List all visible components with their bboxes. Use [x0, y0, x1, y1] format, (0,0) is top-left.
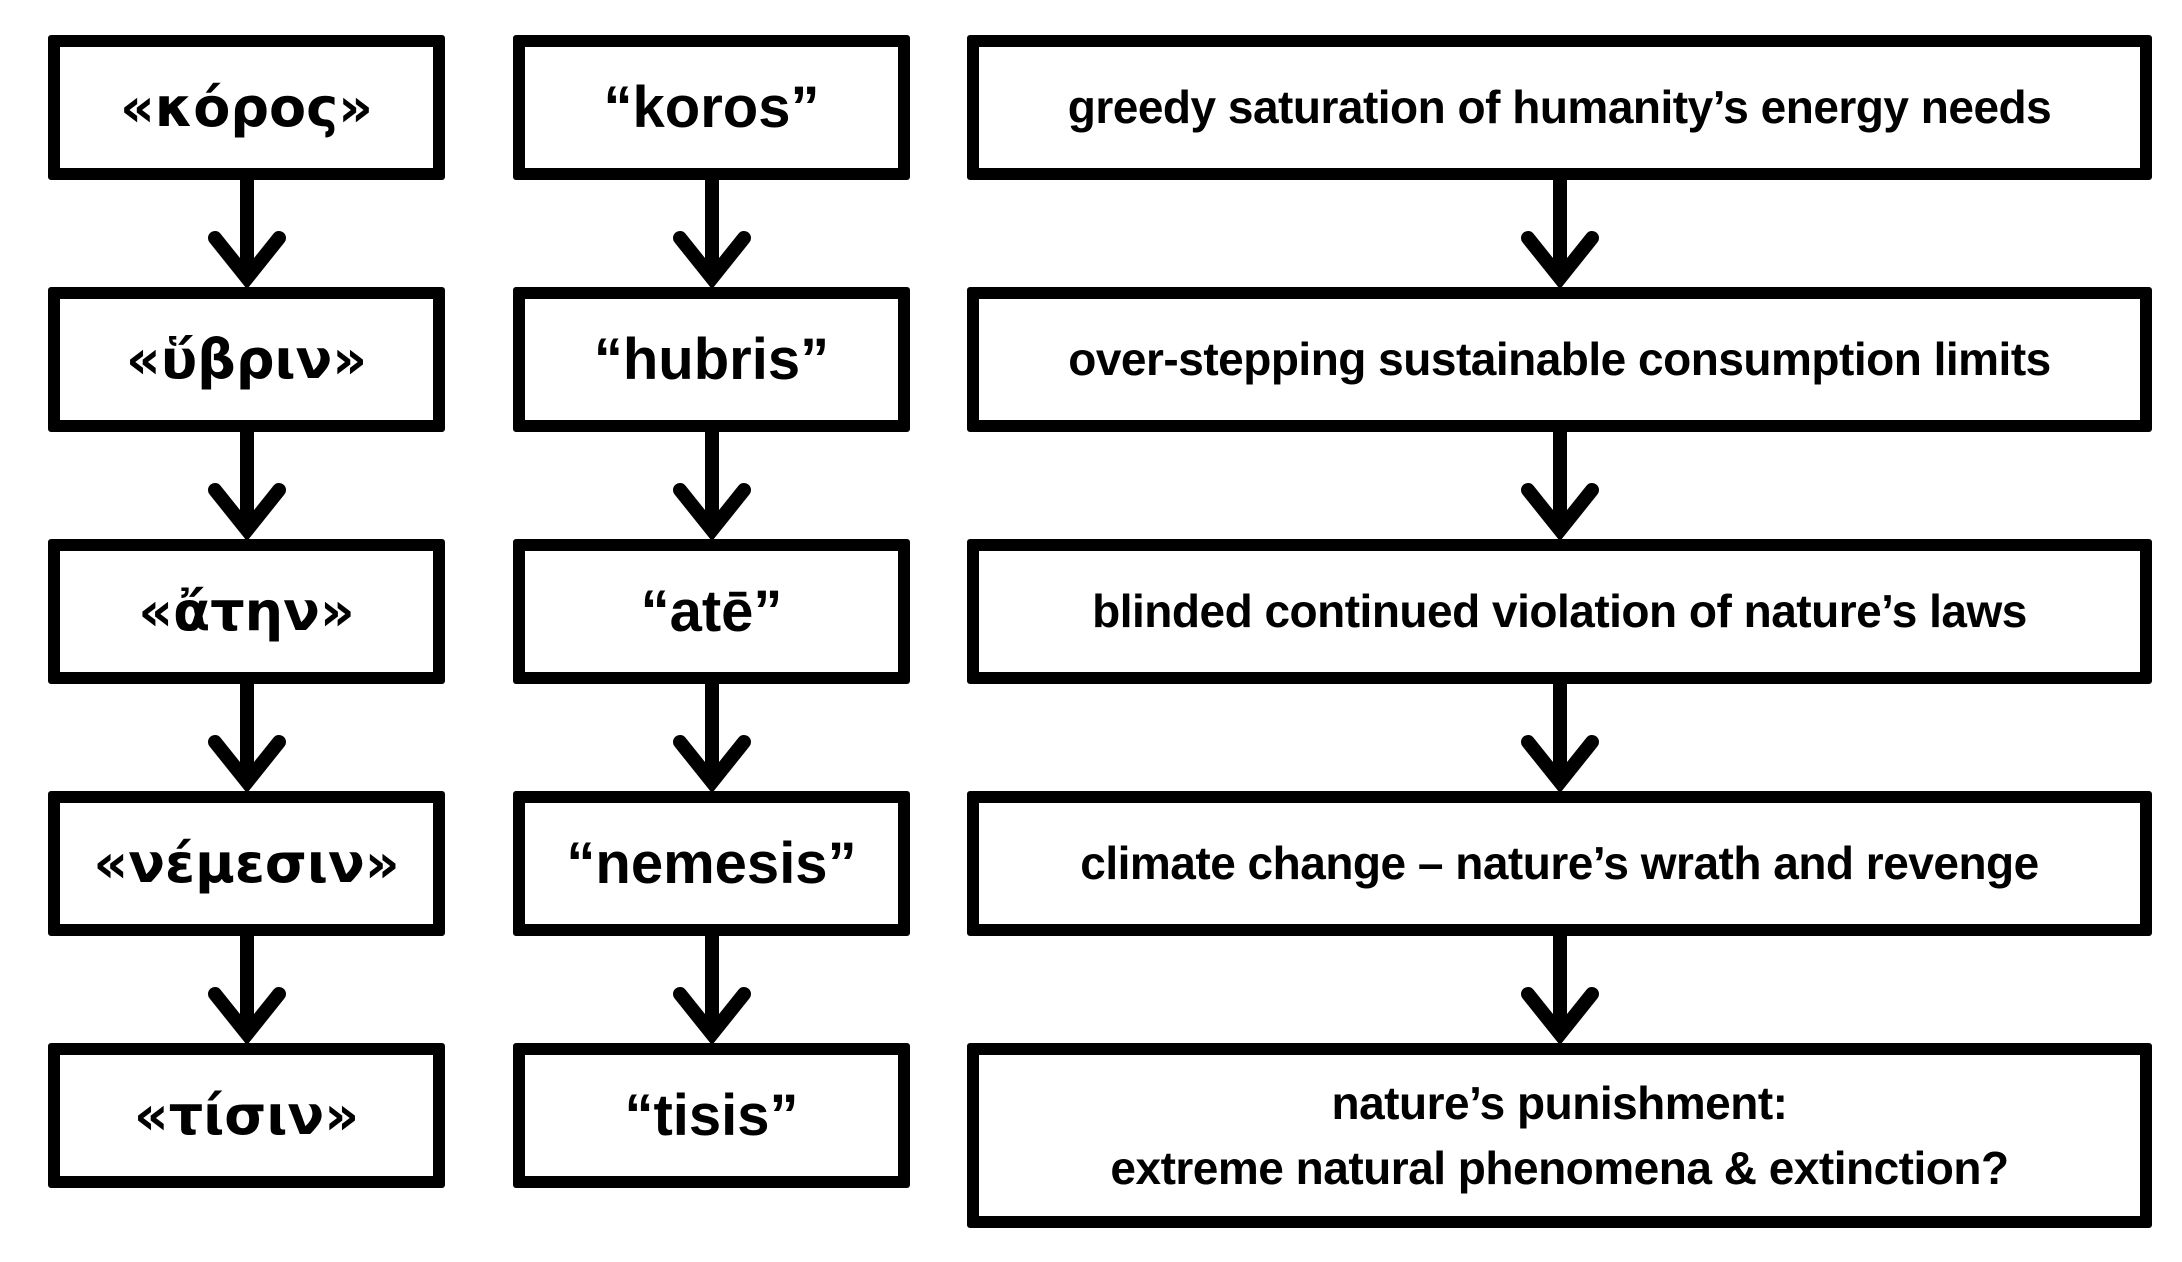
transliteration-label: “atē” [640, 579, 783, 644]
transliteration-box: “atē” [513, 539, 910, 684]
transliteration-box: “tisis” [513, 1043, 910, 1188]
greek-term-box: «κόρος» [48, 35, 445, 180]
transliterations-column: “koros” “hubris” “atē” “nemesis” “tisis” [513, 35, 910, 1188]
transliteration-label: “nemesis” [566, 831, 857, 896]
transliteration-label: “hubris” [593, 327, 830, 392]
arrow-down-icon [187, 180, 307, 287]
arrow-down-icon [187, 936, 307, 1043]
greek-term-label: «κόρος» [120, 76, 373, 139]
arrow-down-icon [1500, 180, 1620, 287]
arrow-down-icon [187, 684, 307, 791]
transliteration-label: “koros” [603, 75, 820, 140]
description-box: blinded continued violation of nature’s … [967, 539, 2152, 684]
arrow-down-icon [652, 684, 772, 791]
greek-term-box: «ἄτην» [48, 539, 445, 684]
transliteration-box: “nemesis” [513, 791, 910, 936]
greek-term-label: «τίσιν» [133, 1084, 360, 1147]
transliteration-box: “hubris” [513, 287, 910, 432]
arrow-down-icon [187, 432, 307, 539]
description-label: over-stepping sustainable consumption li… [1068, 333, 2051, 386]
greek-term-label: «νέμεσιν» [93, 832, 400, 895]
greek-term-label: «ὕβριν» [125, 328, 368, 391]
description-box: greedy saturation of humanity’s energy n… [967, 35, 2152, 180]
description-box: over-stepping sustainable consumption li… [967, 287, 2152, 432]
description-label: greedy saturation of humanity’s energy n… [1067, 81, 2052, 134]
description-label: climate change – nature’s wrath and reve… [1080, 837, 2039, 890]
greek-terms-column: «κόρος» «ὕβριν» «ἄτην» «νέμεσιν» «τίσιν» [48, 35, 445, 1188]
arrow-down-icon [1500, 684, 1620, 791]
description-box: climate change – nature’s wrath and reve… [967, 791, 2152, 936]
arrow-down-icon [652, 180, 772, 287]
arrow-down-icon [652, 432, 772, 539]
arrow-down-icon [1500, 936, 1620, 1043]
arrow-down-icon [652, 936, 772, 1043]
description-label: nature’s punishment: extreme natural phe… [1110, 1077, 2009, 1194]
greek-term-label: «ἄτην» [138, 580, 355, 643]
description-box: nature’s punishment: extreme natural phe… [967, 1043, 2152, 1228]
description-label: blinded continued violation of nature’s … [1092, 585, 2027, 638]
descriptions-column: greedy saturation of humanity’s energy n… [967, 35, 2152, 1228]
greek-term-box: «τίσιν» [48, 1043, 445, 1188]
greek-term-box: «νέμεσιν» [48, 791, 445, 936]
arrow-down-icon [1500, 432, 1620, 539]
transliteration-box: “koros” [513, 35, 910, 180]
transliteration-label: “tisis” [624, 1083, 799, 1148]
greek-term-box: «ὕβριν» [48, 287, 445, 432]
